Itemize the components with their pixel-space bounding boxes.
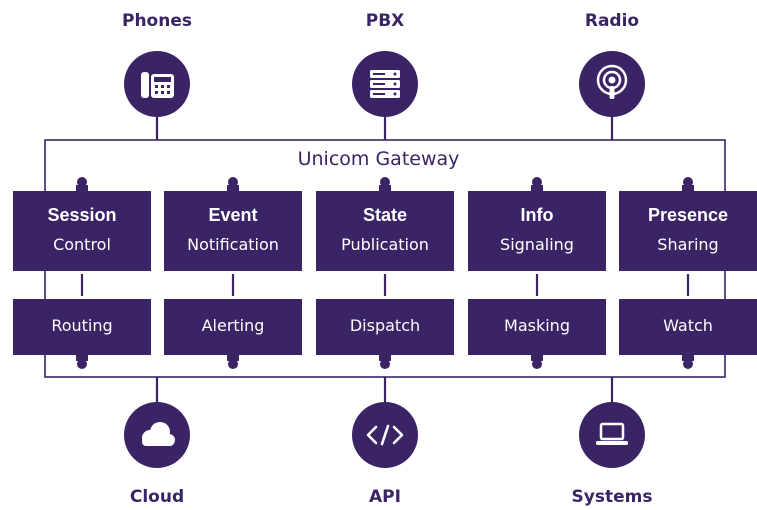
service-session[interactable]: Session Control bbox=[13, 191, 151, 271]
action-tabs bbox=[76, 354, 694, 369]
pbx-label: PBX bbox=[365, 11, 405, 31]
action-label: Routing bbox=[51, 316, 113, 335]
gateway-title: Unicom Gateway bbox=[297, 148, 460, 170]
puzzle-tab bbox=[76, 177, 88, 192]
systems-node[interactable] bbox=[579, 402, 645, 468]
action-watch[interactable]: Watch bbox=[619, 299, 757, 355]
action-label: Dispatch bbox=[349, 316, 421, 335]
puzzle-tab bbox=[682, 177, 694, 192]
service-title: State bbox=[362, 205, 407, 225]
service-event[interactable]: Event Notification bbox=[164, 191, 302, 271]
puzzle-tab bbox=[227, 177, 239, 192]
server-icon bbox=[370, 70, 400, 98]
service-state[interactable]: State Publication bbox=[316, 191, 454, 271]
puzzle-tab bbox=[531, 177, 543, 192]
code-icon bbox=[366, 424, 404, 446]
puzzle-tab bbox=[76, 354, 88, 369]
action-masking[interactable]: Masking bbox=[468, 299, 606, 355]
action-dispatch[interactable]: Dispatch bbox=[316, 299, 454, 355]
systems-label: Systems bbox=[571, 487, 653, 507]
puzzle-tab bbox=[379, 354, 391, 369]
service-info[interactable]: Info Signaling bbox=[468, 191, 606, 271]
laptop-icon bbox=[596, 422, 628, 445]
service-tabs bbox=[76, 177, 694, 192]
phones-node[interactable] bbox=[124, 51, 190, 117]
puzzle-tab bbox=[227, 354, 239, 369]
service-subtitle: Signaling bbox=[500, 235, 574, 254]
service-subtitle: Publication bbox=[341, 235, 429, 254]
service-subtitle: Notification bbox=[187, 235, 279, 254]
action-alerting[interactable]: Alerting bbox=[164, 299, 302, 355]
puzzle-tab bbox=[682, 354, 694, 369]
phones-label: Phones bbox=[122, 11, 192, 31]
radio-label: Radio bbox=[584, 11, 640, 31]
action-label: Alerting bbox=[201, 316, 265, 335]
cloud-icon bbox=[142, 422, 175, 446]
action-routing[interactable]: Routing bbox=[13, 299, 151, 355]
service-subtitle: Sharing bbox=[657, 235, 719, 254]
api-label: API bbox=[369, 487, 401, 507]
phone-icon bbox=[141, 72, 174, 98]
service-subtitle: Control bbox=[53, 235, 111, 254]
radio-podcast-icon bbox=[596, 64, 628, 99]
action-label: Watch bbox=[663, 316, 713, 335]
pbx-node[interactable] bbox=[352, 51, 418, 117]
service-title: Info bbox=[520, 205, 554, 225]
service-presence[interactable]: Presence Sharing bbox=[619, 191, 757, 271]
cloud-node[interactable] bbox=[124, 402, 190, 468]
service-title: Session bbox=[47, 205, 117, 225]
api-node[interactable] bbox=[352, 402, 418, 468]
service-title: Presence bbox=[647, 205, 729, 225]
action-label: Masking bbox=[504, 316, 570, 335]
radio-node[interactable] bbox=[579, 51, 645, 117]
puzzle-tab bbox=[379, 177, 391, 192]
cloud-label: Cloud bbox=[129, 487, 185, 507]
service-title: Event bbox=[208, 205, 258, 225]
puzzle-tab bbox=[531, 354, 543, 369]
